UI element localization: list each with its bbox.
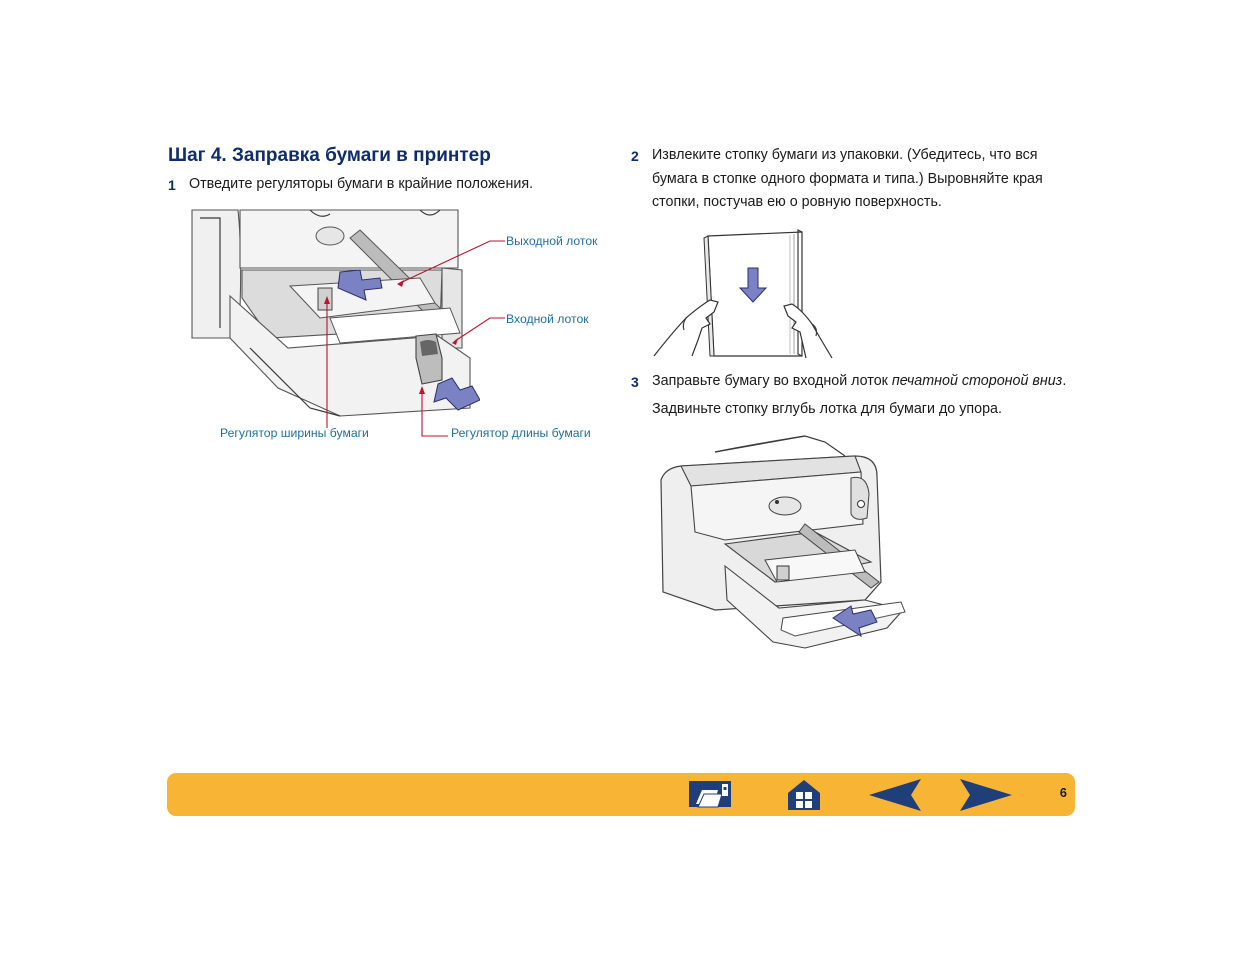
step-3-text-after: . bbox=[1062, 373, 1067, 389]
page-number: 6 bbox=[1059, 785, 1067, 800]
print-icon bbox=[689, 781, 731, 808]
callout-input-tray: Входной лоток bbox=[506, 312, 589, 326]
next-page-button[interactable] bbox=[958, 778, 1014, 817]
navigation-bar: 6 bbox=[167, 773, 1075, 816]
home-button[interactable] bbox=[787, 779, 821, 816]
print-button[interactable] bbox=[688, 780, 732, 815]
callout-output-tray: Выходной лоток bbox=[506, 234, 598, 248]
callout-leaders bbox=[324, 240, 505, 437]
page-title: Шаг 4. Заправка бумаги в принтер bbox=[168, 145, 491, 166]
step-3-text: Заправьте бумагу во входной лоток печатн… bbox=[652, 370, 1066, 394]
step-1-text: Отведите регуляторы бумаги в крайние пол… bbox=[189, 176, 534, 192]
step-3-text-before: Заправьте бумагу во входной лоток bbox=[652, 373, 892, 389]
previous-page-button[interactable] bbox=[867, 778, 923, 817]
printer-loading-illustration bbox=[655, 432, 909, 650]
printer-trays-illustration bbox=[190, 208, 480, 418]
prev-page-icon bbox=[869, 779, 921, 811]
step-1-number: 1 bbox=[168, 177, 176, 193]
step-3-text-line2: Задвиньте стопку вглубь лотка для бумаги… bbox=[652, 401, 1002, 417]
home-icon bbox=[788, 780, 820, 810]
next-page-icon bbox=[960, 779, 1012, 811]
callout-width-guide: Регулятор ширины бумаги bbox=[220, 426, 369, 440]
step-2-number: 2 bbox=[631, 148, 639, 164]
step-3-number: 3 bbox=[631, 374, 639, 390]
step-2-text: Извлеките стопку бумаги из упаковки. (Уб… bbox=[652, 147, 1043, 210]
step-3-text-emphasis: печатной стороной вниз bbox=[891, 373, 1063, 389]
paper-stack-illustration bbox=[652, 228, 834, 362]
callout-length-guide: Регулятор длины бумаги bbox=[451, 426, 591, 440]
